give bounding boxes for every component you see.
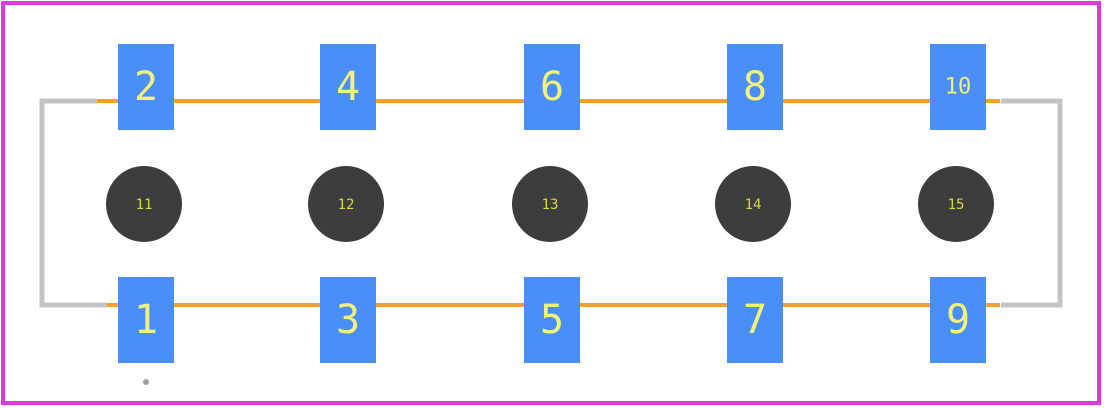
hole-circle — [106, 166, 182, 242]
pad-rect — [320, 277, 376, 363]
hole-label: 12 — [338, 197, 355, 213]
pad-5: 5 — [524, 277, 580, 363]
pad-rect — [524, 277, 580, 363]
mounting-holes: 11 12 13 14 15 — [106, 166, 994, 242]
silkscreen-left — [39, 98, 107, 308]
pad-label: 10 — [945, 75, 972, 100]
pin1-marker — [143, 379, 149, 385]
hole-label: 13 — [542, 197, 559, 213]
pad-rect — [320, 44, 376, 130]
pad-9: 9 — [930, 277, 986, 363]
pad-rect — [118, 277, 174, 363]
pad-rect — [727, 44, 783, 130]
pad-3: 3 — [320, 277, 376, 363]
pad-rect — [118, 44, 174, 130]
silkscreen-right — [1001, 98, 1063, 308]
pad-7: 7 — [727, 277, 783, 363]
pad-rect — [727, 277, 783, 363]
hole-circle — [512, 166, 588, 242]
pads-top: 2 4 6 8 10 — [118, 44, 986, 130]
hole-circle — [715, 166, 791, 242]
pad-10: 10 — [930, 44, 986, 130]
pad-label: 1 — [134, 297, 158, 343]
pad-label: 3 — [336, 297, 360, 343]
pad-4: 4 — [320, 44, 376, 130]
pad-label: 2 — [134, 64, 158, 110]
pads-bottom: 1 3 5 7 9 — [118, 277, 986, 363]
hole-label: 15 — [948, 197, 965, 213]
pad-rect — [930, 44, 986, 130]
pad-label: 4 — [336, 64, 360, 110]
pad-rect — [930, 277, 986, 363]
hole-circle — [918, 166, 994, 242]
pad-6: 6 — [524, 44, 580, 130]
hole-label: 14 — [745, 197, 762, 213]
pad-label: 7 — [743, 297, 767, 343]
hole-12: 12 — [308, 166, 384, 242]
hole-11: 11 — [106, 166, 182, 242]
hole-15: 15 — [918, 166, 994, 242]
pad-label: 8 — [743, 64, 767, 110]
pad-label: 9 — [946, 297, 970, 343]
hole-14: 14 — [715, 166, 791, 242]
pad-label: 5 — [540, 297, 564, 343]
pad-2: 2 — [118, 44, 174, 130]
pad-8: 8 — [727, 44, 783, 130]
hole-13: 13 — [512, 166, 588, 242]
hole-circle — [308, 166, 384, 242]
hole-label: 11 — [136, 197, 153, 213]
pad-label: 6 — [540, 64, 564, 110]
pad-rect — [524, 44, 580, 130]
pad-1: 1 — [118, 277, 174, 363]
